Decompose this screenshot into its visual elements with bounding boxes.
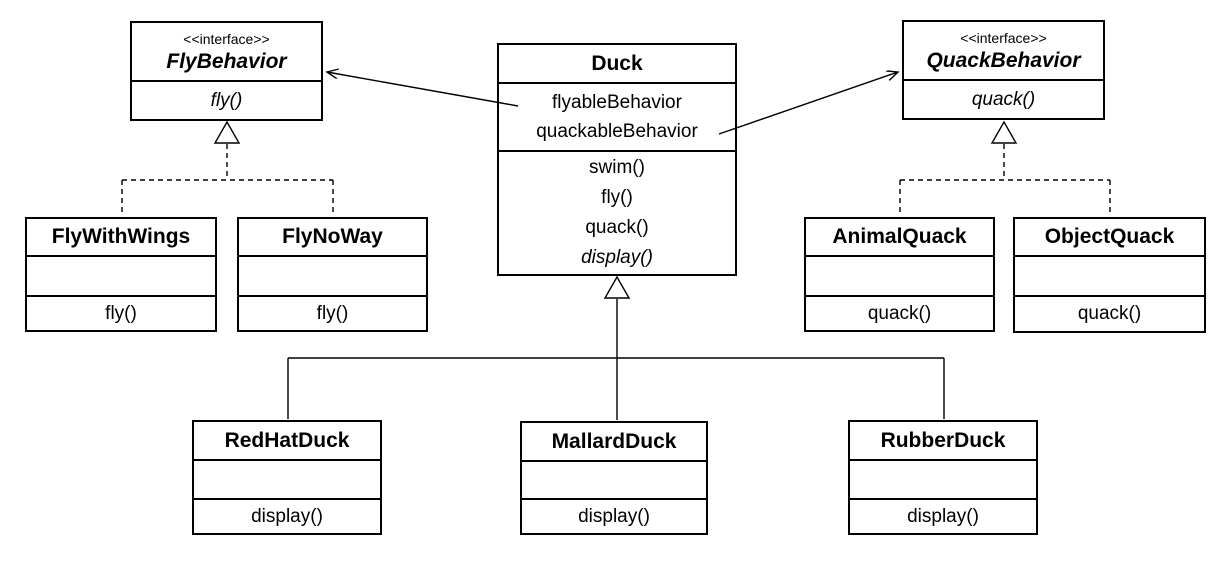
class-title-objectquack: ObjectQuack xyxy=(1015,219,1204,255)
stereotype-label: <<interface>> xyxy=(183,30,270,47)
class-box-animalquack: AnimalQuack quack() xyxy=(804,217,995,332)
realization-lines-quackbehavior xyxy=(899,144,1111,216)
attribute-label: quackableBehavior xyxy=(536,121,698,142)
attribute-label: flyableBehavior xyxy=(552,92,682,113)
realization-lines-flybehavior xyxy=(121,144,334,216)
class-title-quackbehavior: <<interface>> QuackBehavior xyxy=(904,22,1103,79)
class-attributes-empty xyxy=(1015,255,1204,295)
class-box-duck: Duck flyableBehavior quackableBehavior s… xyxy=(497,43,737,276)
method-label: display() xyxy=(581,247,653,268)
method-label: fly() xyxy=(105,302,137,324)
class-attributes-empty xyxy=(522,460,706,498)
method-label: quack() xyxy=(971,88,1036,110)
class-attributes-empty xyxy=(194,459,380,498)
class-attributes-empty xyxy=(806,255,993,295)
method-label: quack() xyxy=(1077,303,1142,324)
association-duck-flybehavior xyxy=(327,72,519,107)
class-title-mallardduck: MallardDuck xyxy=(522,423,706,460)
class-methods-quackbehavior: quack() xyxy=(904,79,1103,118)
class-name: FlyWithWings xyxy=(51,225,191,248)
class-title-duck: Duck xyxy=(499,45,735,82)
class-methods-objectquack: quack() xyxy=(1015,295,1204,331)
class-name: AnimalQuack xyxy=(832,225,967,248)
class-name: ObjectQuack xyxy=(1044,225,1175,248)
method-label: quack() xyxy=(585,217,649,238)
class-title-flynoway: FlyNoWay xyxy=(239,219,426,255)
class-methods-animalquack: quack() xyxy=(806,295,993,330)
method-label: swim() xyxy=(589,157,645,178)
class-name: RedHatDuck xyxy=(224,428,350,452)
method-label: display() xyxy=(907,505,979,527)
class-title-flywithwings: FlyWithWings xyxy=(27,219,215,255)
stereotype-label: <<interface>> xyxy=(960,29,1047,46)
inheritance-triangle-duck xyxy=(603,275,631,299)
class-attributes-duck: flyableBehavior quackableBehavior xyxy=(499,82,735,150)
class-name: MallardDuck xyxy=(551,429,677,453)
class-methods-flybehavior: fly() xyxy=(132,80,321,119)
class-box-rubberduck: RubberDuck display() xyxy=(848,420,1038,535)
method-label: fly() xyxy=(210,89,243,111)
class-name: Duck xyxy=(591,51,643,75)
class-box-mallardduck: MallardDuck display() xyxy=(520,421,708,535)
method-label: display() xyxy=(251,505,323,527)
class-methods-redhatduck: display() xyxy=(194,498,380,533)
class-title-rubberduck: RubberDuck xyxy=(850,422,1036,459)
class-box-objectquack: ObjectQuack quack() xyxy=(1013,217,1206,333)
realization-triangle-quackbehavior xyxy=(990,120,1018,144)
realization-triangle-flybehavior xyxy=(213,120,241,144)
class-box-quackbehavior: <<interface>> QuackBehavior quack() xyxy=(902,20,1105,120)
method-label: fly() xyxy=(316,302,349,324)
association-duck-quackbehavior xyxy=(718,72,898,135)
class-box-flybehavior: <<interface>> FlyBehavior fly() xyxy=(130,21,323,121)
class-title-animalquack: AnimalQuack xyxy=(806,219,993,255)
class-methods-duck: swim() fly() quack() display() xyxy=(499,150,735,274)
class-title-flybehavior: <<interface>> FlyBehavior xyxy=(132,23,321,80)
class-attributes-empty xyxy=(850,459,1036,498)
class-name: FlyBehavior xyxy=(166,49,287,73)
class-box-redhatduck: RedHatDuck display() xyxy=(192,420,382,535)
class-name: FlyNoWay xyxy=(282,225,383,248)
class-attributes-empty xyxy=(239,255,426,295)
method-label: display() xyxy=(578,505,650,527)
class-methods-flywithwings: fly() xyxy=(27,295,215,330)
class-attributes-empty xyxy=(27,255,215,295)
class-methods-rubberduck: display() xyxy=(850,498,1036,533)
class-box-flynoway: FlyNoWay fly() xyxy=(237,217,428,332)
class-name: RubberDuck xyxy=(880,428,1006,452)
class-name: QuackBehavior xyxy=(926,48,1081,72)
class-title-redhatduck: RedHatDuck xyxy=(194,422,380,459)
method-label: fly() xyxy=(601,187,633,208)
class-box-flywithwings: FlyWithWings fly() xyxy=(25,217,217,332)
class-methods-flynoway: fly() xyxy=(239,295,426,330)
class-methods-mallardduck: display() xyxy=(522,498,706,533)
method-label: quack() xyxy=(867,302,932,324)
